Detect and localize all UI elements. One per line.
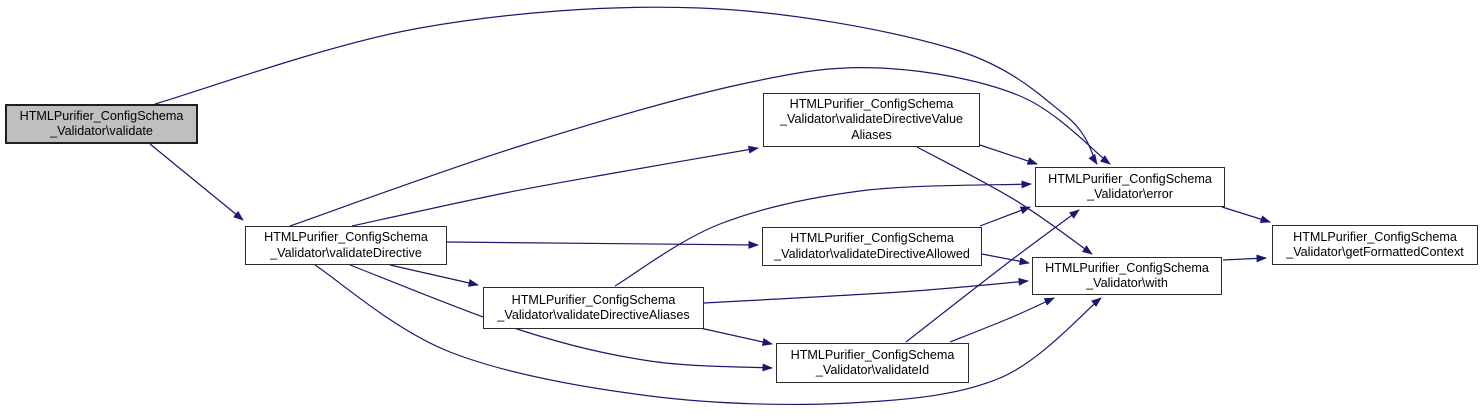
node-label-line: HTMLPurifier_ConfigSchema bbox=[790, 347, 955, 362]
node-label-line: HTMLPurifier_ConfigSchema bbox=[789, 96, 954, 111]
edge-validate-to-validateDirective bbox=[149, 143, 244, 221]
graph-node-error[interactable]: HTMLPurifier_ConfigSchema_Validator\erro… bbox=[1035, 167, 1225, 207]
node-label-line: HTMLPurifier_ConfigSchema bbox=[1293, 229, 1457, 244]
node-label-line: _Validator\validateId bbox=[815, 363, 930, 377]
edge-validate-to-error bbox=[154, 6, 1098, 165]
node-label-line: HTMLPurifier_ConfigSchema bbox=[264, 230, 428, 245]
graph-node-validateDirectiveAllowed[interactable]: HTMLPurifier_ConfigSchema_Validator\vali… bbox=[762, 227, 982, 266]
edge-validateDirective-to-validateId bbox=[349, 264, 773, 372]
node-label-line: Aliases bbox=[851, 127, 892, 142]
edge-error-to-getFormattedContext bbox=[1221, 206, 1271, 223]
graph-node-with[interactable]: HTMLPurifier_ConfigSchema_Validator\with bbox=[1032, 257, 1222, 295]
edge-validateDirectiveAliases-to-validateId bbox=[699, 327, 773, 346]
node-label-line: _Validator\validate bbox=[50, 124, 153, 138]
node-label-line: HTMLPurifier_ConfigSchema bbox=[19, 108, 184, 123]
edge-validateDirectiveAliases-to-error bbox=[614, 180, 1032, 287]
graph-node-validate[interactable]: HTMLPurifier_ConfigSchema_Validator\vali… bbox=[5, 104, 198, 144]
node-label-line: _Validator\validateDirectiveAllowed bbox=[774, 246, 970, 261]
node-label-line: _Validator\error bbox=[1087, 187, 1173, 201]
graph-node-validateDirectiveValueAliases[interactable]: HTMLPurifier_ConfigSchema_Validator\vali… bbox=[763, 93, 980, 147]
edge-with-to-getFormattedContext bbox=[1222, 254, 1267, 263]
edge-validateDirectiveValueAliases-to-error bbox=[979, 144, 1038, 165]
graph-node-validateDirective[interactable]: HTMLPurifier_ConfigSchema_Validator\vali… bbox=[245, 226, 447, 265]
edge-validateDirectiveAllowed-to-with bbox=[981, 253, 1030, 266]
node-label-line: _Validator\validateDirectiveAliases bbox=[497, 308, 690, 322]
node-label-line: HTMLPurifier_ConfigSchema bbox=[1048, 171, 1212, 186]
graph-node-validateDirectiveAliases[interactable]: HTMLPurifier_ConfigSchema_Validator\vali… bbox=[483, 287, 704, 329]
node-label-line: HTMLPurifier_ConfigSchema bbox=[790, 231, 954, 246]
edge-validateDirective-to-with bbox=[314, 264, 1102, 406]
edge-validateId-to-with bbox=[949, 297, 1055, 343]
edge-validateDirective-to-validateDirectiveValueAliases bbox=[351, 145, 759, 227]
graph-node-validateId[interactable]: HTMLPurifier_ConfigSchema_Validator\vali… bbox=[776, 343, 969, 383]
edge-validateDirectiveAllowed-to-error bbox=[979, 206, 1031, 227]
edge-validateDirectiveValueAliases-to-with bbox=[916, 146, 1093, 255]
node-label-line: _Validator\validateDirectiveValue bbox=[780, 112, 963, 127]
node-label-line: _Validator\validateDirective bbox=[270, 245, 422, 260]
edge-validateId-to-error bbox=[905, 209, 1080, 343]
node-label-line: _Validator\getFormattedContext bbox=[1286, 245, 1464, 259]
node-label-line: _Validator\with bbox=[1086, 276, 1168, 290]
edge-validateDirective-to-error bbox=[289, 66, 1111, 227]
edge-validateDirective-to-validateDirectiveAllowed bbox=[446, 240, 759, 249]
edge-validateDirective-to-validateDirectiveAliases bbox=[389, 264, 479, 287]
node-label-line: HTMLPurifier_ConfigSchema bbox=[1045, 260, 1209, 275]
node-label-line: HTMLPurifier_ConfigSchema bbox=[511, 292, 676, 307]
edge-validateDirectiveAliases-to-with bbox=[703, 277, 1029, 304]
graph-node-getFormattedContext[interactable]: HTMLPurifier_ConfigSchema_Validator\getF… bbox=[1272, 225, 1478, 265]
